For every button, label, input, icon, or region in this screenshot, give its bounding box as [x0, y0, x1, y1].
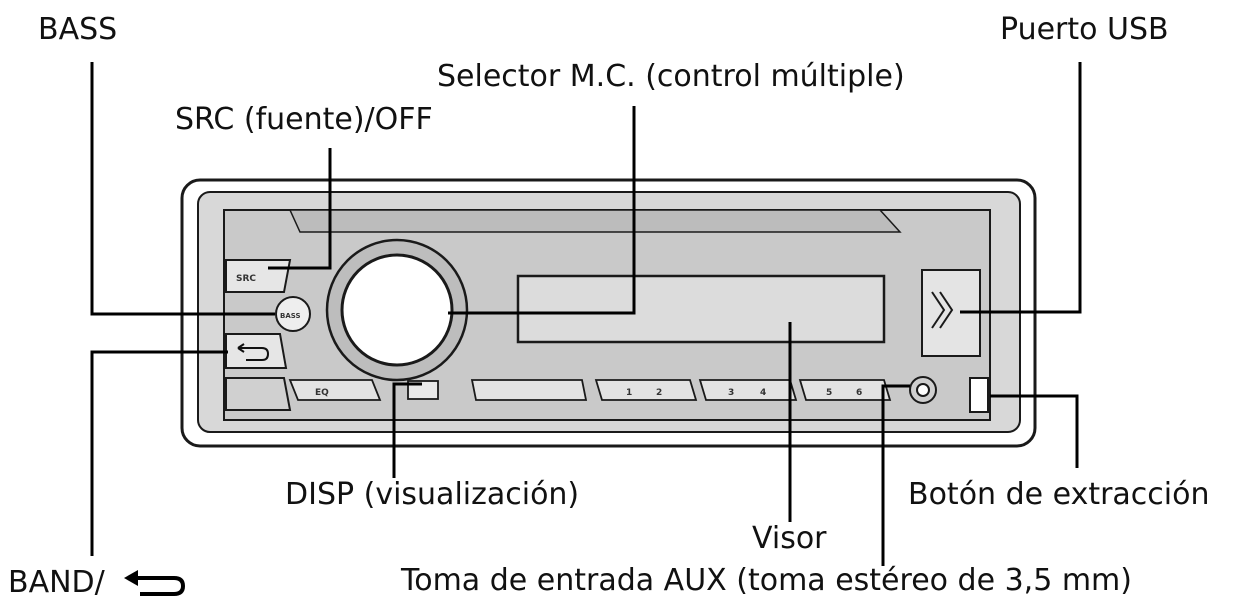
band-return-icon	[237, 343, 270, 361]
eject-button[interactable]	[969, 377, 989, 413]
seek-button[interactable]	[470, 379, 588, 401]
usb-leader-line	[960, 62, 1082, 314]
band-label: BAND/	[8, 565, 105, 600]
preset-1-2-button[interactable]	[594, 379, 698, 401]
return-arrow-icon	[124, 570, 186, 596]
bass-key-text: BASS	[280, 312, 301, 320]
preset-2-text: 2	[656, 388, 662, 398]
disp-label: DISP (visualización)	[285, 477, 580, 512]
eq-button[interactable]	[288, 379, 382, 401]
disp-leader-line	[392, 382, 422, 478]
preset-4-text: 4	[760, 388, 766, 398]
bass-leader-line	[90, 62, 275, 316]
src-key-text: SRC	[236, 274, 256, 284]
preset-5-text: 5	[826, 388, 832, 398]
aux-leader-line	[881, 384, 910, 566]
preset-1-text: 1	[626, 388, 632, 398]
mc-selector-knob[interactable]	[340, 253, 454, 367]
bass-button[interactable]	[275, 296, 311, 332]
aux-jack-label: Toma de entrada AUX (toma estéreo de 3,5…	[401, 563, 1132, 598]
eq-key-text: EQ	[315, 388, 329, 398]
visor-label: Visor	[752, 521, 827, 556]
usb-port-icon[interactable]	[931, 291, 954, 329]
src-off-label: SRC (fuente)/OFF	[175, 102, 433, 137]
preset-3-text: 3	[728, 388, 734, 398]
band-leader-line	[90, 350, 228, 556]
selector-leader-line	[448, 106, 636, 315]
preset-6-text: 6	[856, 388, 862, 398]
band-button[interactable]	[225, 333, 288, 369]
eject-button-label: Botón de extracción	[908, 477, 1210, 512]
preset-3-4-button[interactable]	[698, 379, 798, 401]
src-leader-line	[268, 148, 332, 270]
selector-label: Selector M.C. (control múltiple)	[437, 59, 905, 94]
faceplate-top-band	[288, 209, 902, 233]
eject-leader-line	[990, 394, 1079, 468]
bass-label: BASS	[38, 12, 118, 47]
preset-5-6-button[interactable]	[798, 379, 892, 401]
visor-display	[516, 274, 886, 344]
usb-port-label: Puerto USB	[1000, 12, 1169, 47]
aux-jack[interactable]	[916, 383, 930, 397]
left-lower-button	[225, 377, 292, 411]
